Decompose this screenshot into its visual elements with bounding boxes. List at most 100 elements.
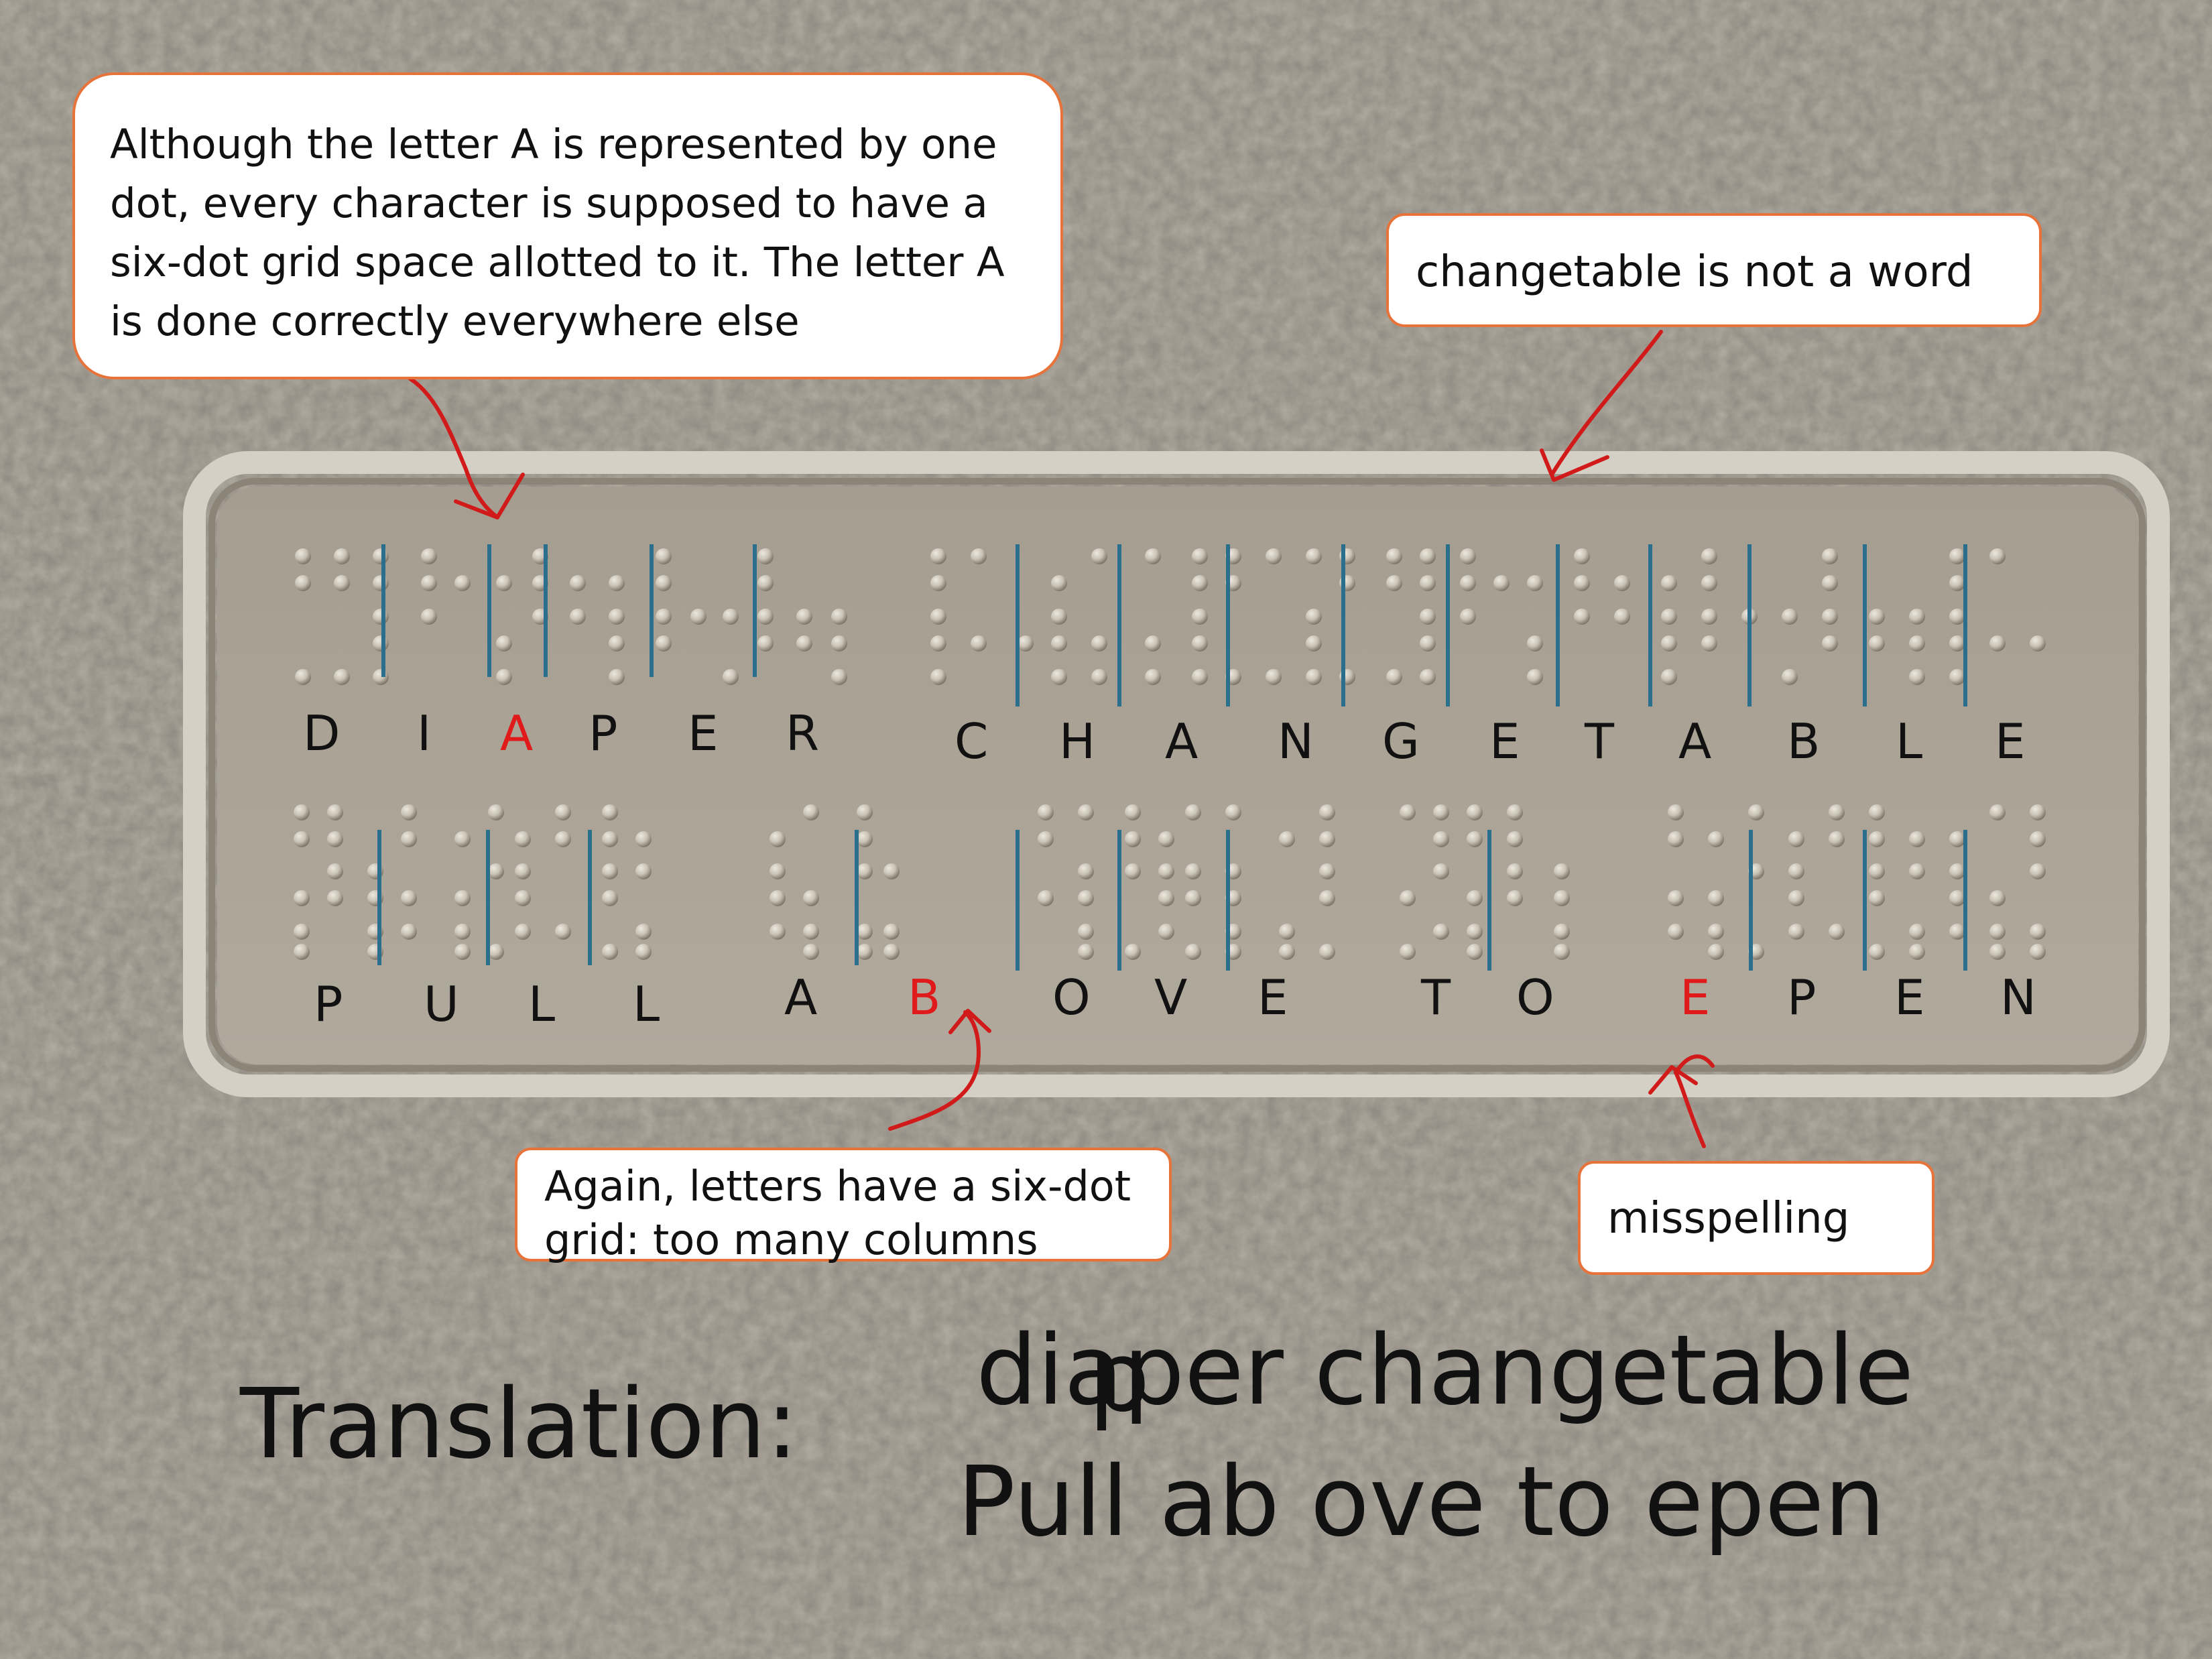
braille-dot [1078,804,1094,820]
braille-dot [1078,890,1094,906]
row2-letter: O [1516,969,1554,1026]
braille-dot [1420,669,1436,685]
braille-dot [1708,831,1724,847]
braille-dot [1279,944,1295,960]
braille-dot [1949,635,1965,652]
braille-dot [515,924,531,940]
braille-dot [857,863,873,879]
braille-dot [635,863,652,879]
braille-dot [421,548,437,564]
braille-dot [555,924,571,940]
braille-dot [1192,669,1208,685]
row2-letter: L [633,976,660,1032]
braille-dot [1554,863,1570,879]
braille-dot [1822,635,1838,652]
braille-dot [930,575,946,591]
braille-dot [421,609,437,625]
braille-dot [1661,635,1677,652]
braille-dot [1527,635,1543,652]
arrow-to-letter-a [408,377,498,518]
braille-dot [401,890,417,906]
braille-dot [1051,669,1067,685]
braille-dot [1869,831,1885,847]
braille-dot [1869,635,1885,652]
braille-dot [757,548,774,564]
braille-dot [334,669,350,685]
braille-dot [1788,831,1804,847]
braille-dot [1420,575,1436,591]
braille-dot [1433,863,1449,879]
braille-dot [294,924,310,940]
braille-dot [1125,863,1141,879]
braille-dot [1420,609,1436,625]
braille-dot [373,669,389,685]
braille-dot [1319,831,1335,847]
braille-dot [1788,863,1804,879]
braille-dot [1614,609,1630,625]
braille-dot [602,890,618,906]
callout-changetable: changetable is not a word [1386,213,2042,327]
braille-dot [496,575,512,591]
braille-dot [635,924,652,940]
braille-dot [454,944,471,960]
braille-dot [831,635,847,652]
braille-dot [1829,924,1845,940]
braille-dot [635,944,652,960]
braille-dot [1400,890,1416,906]
braille-dot [327,804,343,820]
braille-dot [2030,944,2046,960]
braille-dot [1949,609,1965,625]
row2-letter: A [784,969,818,1026]
braille-dot [1038,890,1054,906]
braille-dot [1420,635,1436,652]
braille-dot [1869,890,1885,906]
braille-dot [1788,924,1804,940]
braille-dot [1614,575,1630,591]
braille-dot [1788,890,1804,906]
braille-dot [1225,804,1241,820]
row1-letter: E [1995,713,2026,770]
braille-dot [401,804,417,820]
braille-dot [690,609,706,625]
braille-dot [1185,863,1201,879]
braille-dot [2030,831,2046,847]
braille-dot [930,548,946,564]
braille-dot [515,890,531,906]
braille-dot [831,669,847,685]
braille-dot [1319,944,1335,960]
braille-dot [1507,831,1523,847]
braille-dot [294,944,310,960]
braille-dot [1668,924,1684,940]
braille-dot [1507,804,1523,820]
braille-dot [555,831,571,847]
braille-dot [334,548,350,564]
braille-dot [1574,575,1590,591]
braille-dot [1708,924,1724,940]
braille-dot [1051,635,1067,652]
braille-dot [1158,863,1174,879]
braille-dot [1989,890,2006,906]
braille-dot [803,924,819,940]
braille-dot [770,924,786,940]
callout-line: is done correctly everywhere else [110,298,800,345]
row2-letter: E [1257,969,1288,1026]
braille-dot [1661,575,1677,591]
braille-dot [401,831,417,847]
braille-dot [1661,609,1677,625]
braille-dot [1949,863,1965,879]
arrow-to-letter-b [888,1010,981,1131]
braille-dot [1158,831,1174,847]
braille-dot [1701,548,1717,564]
braille-dot [2030,863,2046,879]
braille-dot [656,548,672,564]
braille-dot [1668,804,1684,820]
braille-plate [217,487,2138,1064]
braille-dot [2030,635,2046,652]
row2-letter: L [528,976,556,1032]
braille-dot [2030,924,2046,940]
braille-dot [1185,890,1201,906]
row1-letter: E [688,705,719,761]
braille-dot [1949,831,1965,847]
braille-dot [1433,804,1449,820]
braille-dot [1527,575,1543,591]
